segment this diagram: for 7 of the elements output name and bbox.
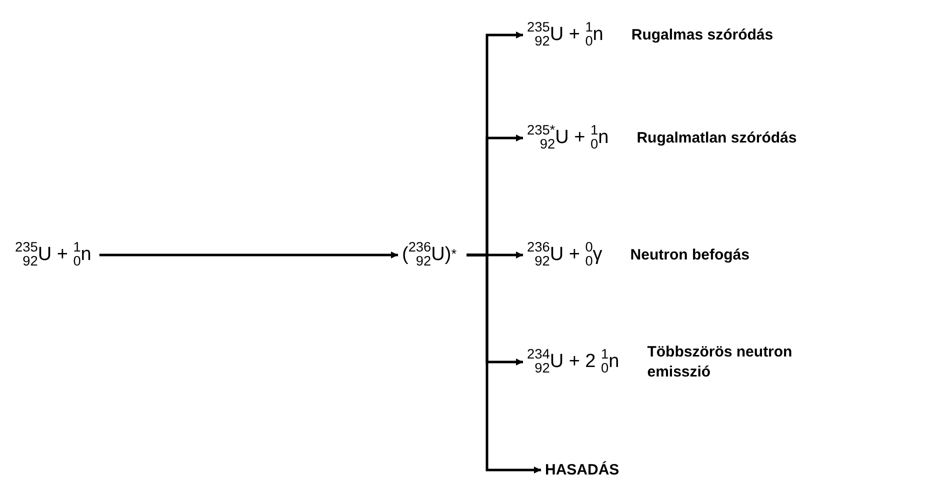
reaction-type-label: Neutron befogás	[630, 245, 750, 265]
reaction-type-label: Rugalmas szóródás	[631, 25, 774, 45]
arrow	[99, 252, 398, 258]
arrow	[466, 254, 541, 474]
outcome-label: HASADÁS	[545, 462, 620, 478]
reaction-type-label: Többszörös neutron emisszió	[647, 342, 794, 382]
reaction-type-label: Rugalmatlan szóródás	[636, 128, 798, 148]
